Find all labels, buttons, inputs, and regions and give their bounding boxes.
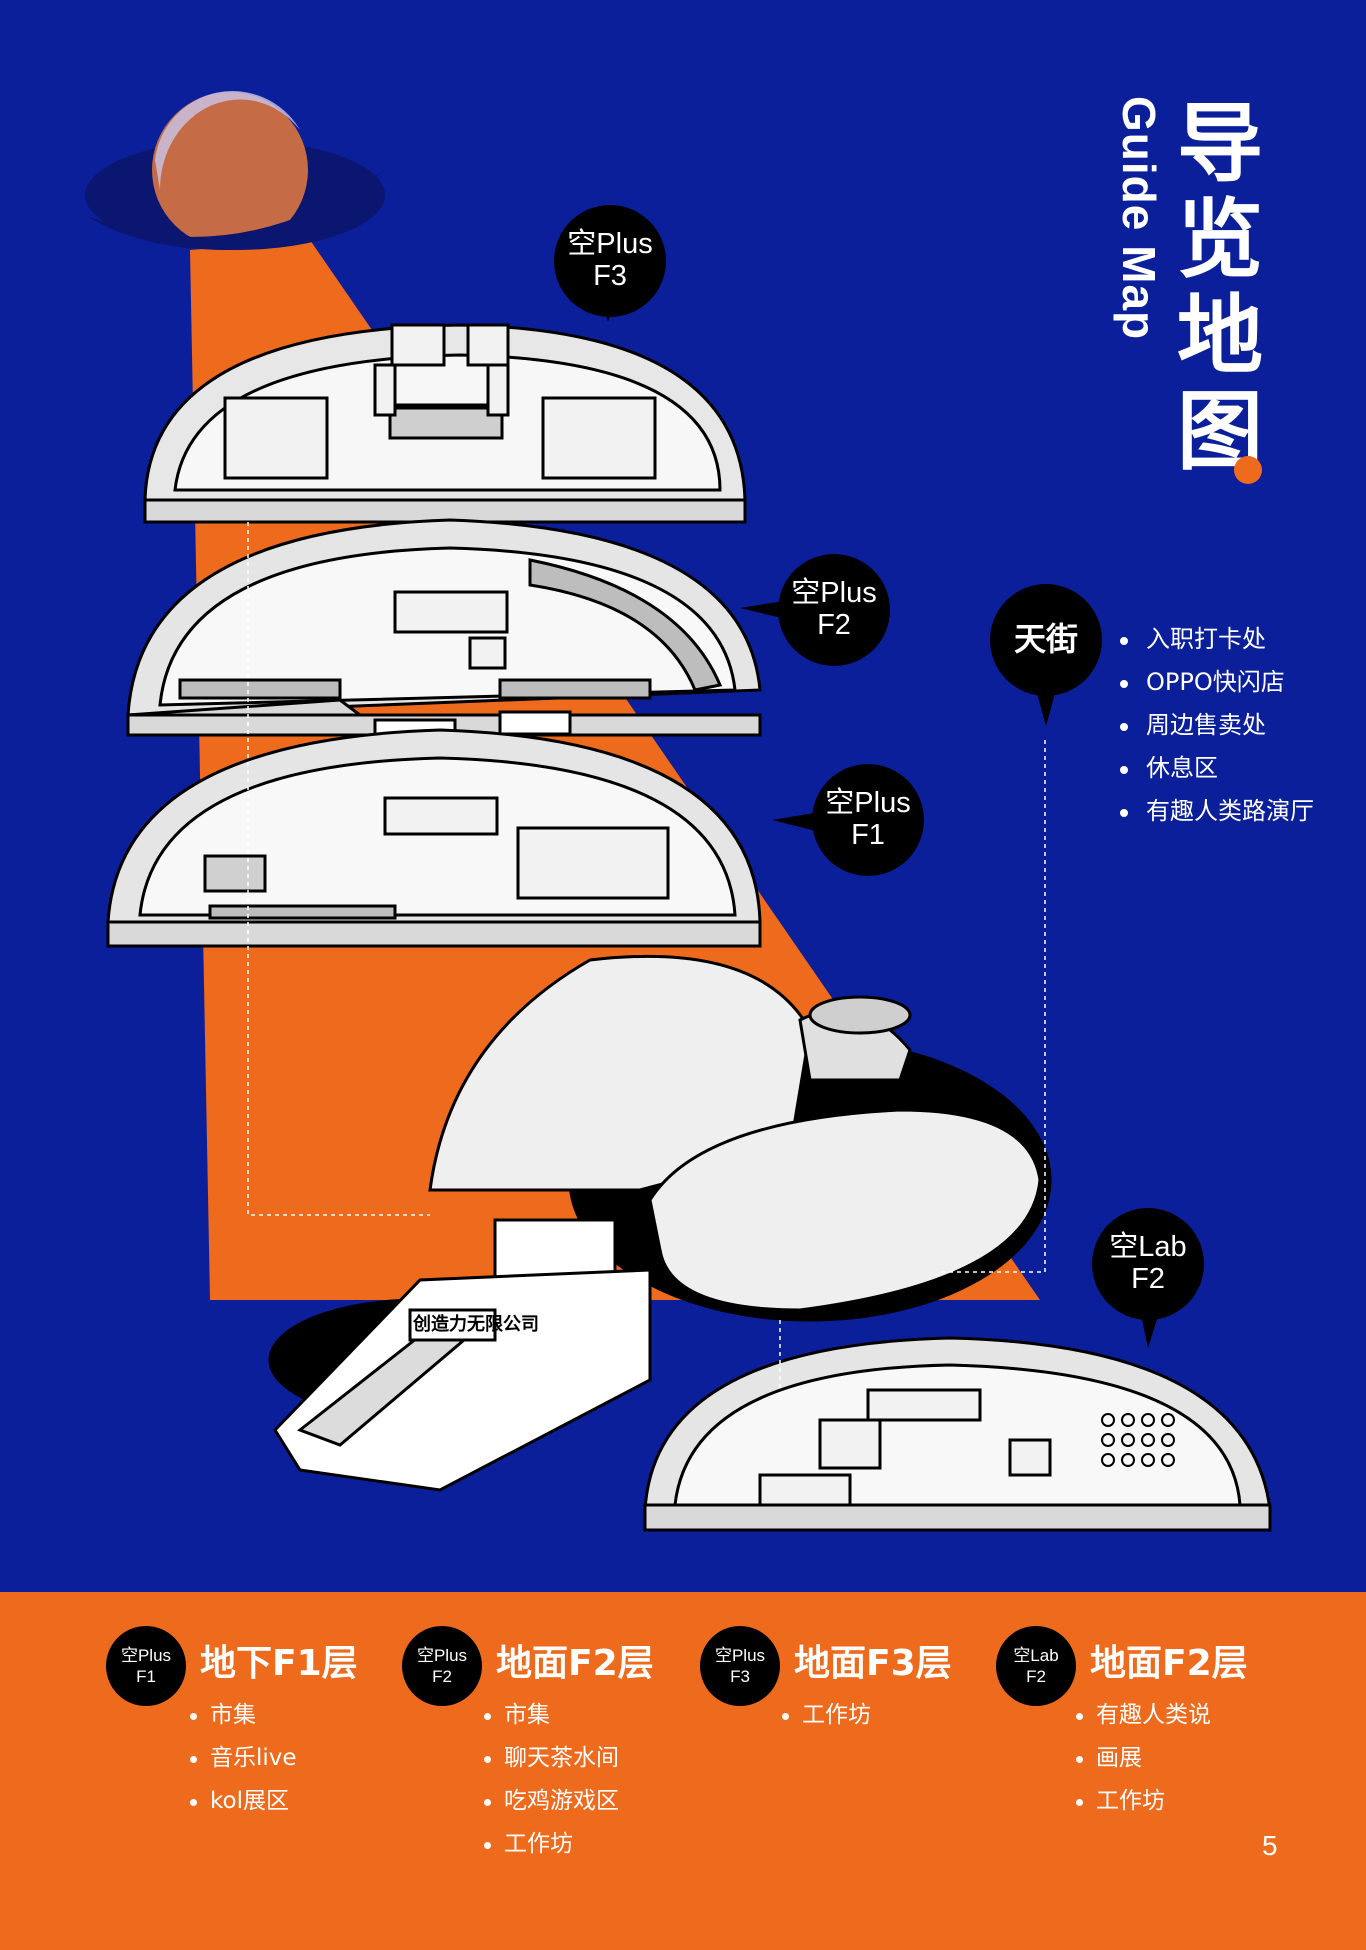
legend-list: 市集 聊天茶水间 吃鸡游戏区 工作坊 <box>484 1694 619 1866</box>
legend-badge-line2: F2 <box>432 1667 452 1686</box>
list-item: 有趣人类说 <box>1076 1694 1211 1737</box>
legend-badge: 空Lab F2 <box>996 1626 1076 1706</box>
connector-lines <box>247 522 1046 1400</box>
legend-badge-line1: 空Plus <box>120 1645 172 1665</box>
bubble-lab-f2: 空Lab F2 <box>1092 1208 1204 1320</box>
list-item: 有趣人类路演厅 <box>1120 790 1314 833</box>
legend-badge-line2: F1 <box>136 1667 156 1686</box>
list-item: 吃鸡游戏区 <box>484 1780 619 1823</box>
list-item: 工作坊 <box>782 1694 871 1737</box>
bubble-plus-f3-line1: 空Plus <box>567 228 653 261</box>
page-number: 5 <box>1262 1830 1278 1861</box>
list-item: OPPO快闪店 <box>1120 661 1314 704</box>
list-item: 聊天茶水间 <box>484 1737 619 1780</box>
map-illustration: 创造力无限公司 <box>85 91 1272 1532</box>
map-area: 创造力无限公司 <box>0 0 1366 1592</box>
bubble-lab-f2-line2: F2 <box>1131 1263 1165 1295</box>
legend-badge-line1: 空Plus <box>416 1645 468 1665</box>
legend-title: 地面F2层 <box>496 1643 654 1684</box>
building-sign: 创造力无限公司 <box>412 1313 539 1335</box>
bubble-plus-f1-line1: 空Plus <box>825 787 911 820</box>
legend-badge: 空Plus F1 <box>106 1626 186 1706</box>
bubble-tianjie: 天街 <box>990 584 1102 696</box>
page-subtitle: Guide Map <box>1113 96 1165 341</box>
legend-badge: 空Plus F3 <box>700 1626 780 1706</box>
legend-area: 空Plus F1 地下F1层 市集 音乐live kol展区 空Plus F2 … <box>0 1592 1366 1950</box>
legend-title: 地下F1层 <box>200 1643 358 1684</box>
bubble-plus-f3: 空Plus F3 <box>554 205 666 317</box>
bubble-tianjie-label: 天街 <box>1013 620 1078 659</box>
seating-dots <box>1101 1413 1175 1467</box>
bubble-plus-f3-line2: F3 <box>593 260 627 292</box>
legend-list: 有趣人类说 画展 工作坊 <box>1076 1694 1211 1823</box>
bubble-plus-f2-line1: 空Plus <box>791 577 877 610</box>
bubble-plus-f2: 空Plus F2 <box>778 554 890 666</box>
list-item: 周边售卖处 <box>1120 704 1314 747</box>
legend-title: 地面F2层 <box>1090 1643 1248 1684</box>
bubble-plus-f1: 空Plus F1 <box>812 764 924 876</box>
bubble-plus-f1-line2: F1 <box>851 819 885 851</box>
floor-plus-f3 <box>143 323 747 524</box>
list-item: 音乐live <box>190 1737 297 1780</box>
legend-badge-line2: F2 <box>1026 1667 1046 1686</box>
planet-icon <box>85 91 385 250</box>
floor-plus-f1 <box>106 728 762 948</box>
list-item: 画展 <box>1076 1737 1211 1780</box>
floor-plus-f2 <box>126 518 762 742</box>
list-item: 工作坊 <box>484 1823 619 1866</box>
page-title: 导览地图 <box>1177 94 1263 482</box>
list-item: 工作坊 <box>1076 1780 1211 1823</box>
title-dot <box>1234 456 1262 484</box>
main-building <box>268 954 1052 1492</box>
legend-badge: 空Plus F2 <box>402 1626 482 1706</box>
floor-lab-f2 <box>643 1336 1272 1532</box>
list-item: 入职打卡处 <box>1120 618 1314 661</box>
legend-badge-line2: F3 <box>730 1667 750 1686</box>
list-item: 市集 <box>190 1694 297 1737</box>
legend-title: 地面F3层 <box>794 1643 952 1684</box>
legend-badge-line1: 空Lab <box>1013 1645 1059 1665</box>
list-item: 休息区 <box>1120 747 1314 790</box>
list-item: kol展区 <box>190 1780 297 1823</box>
bubble-plus-f2-line2: F2 <box>817 609 851 641</box>
legend-badge-line1: 空Plus <box>714 1645 766 1665</box>
tianjie-list: 入职打卡处 OPPO快闪店 周边售卖处 休息区 有趣人类路演厅 <box>1120 618 1314 833</box>
bubble-lab-f2-line1: 空Lab <box>1109 1231 1187 1264</box>
legend-list: 工作坊 <box>782 1694 871 1737</box>
legend-list: 市集 音乐live kol展区 <box>190 1694 297 1823</box>
list-item: 市集 <box>484 1694 619 1737</box>
